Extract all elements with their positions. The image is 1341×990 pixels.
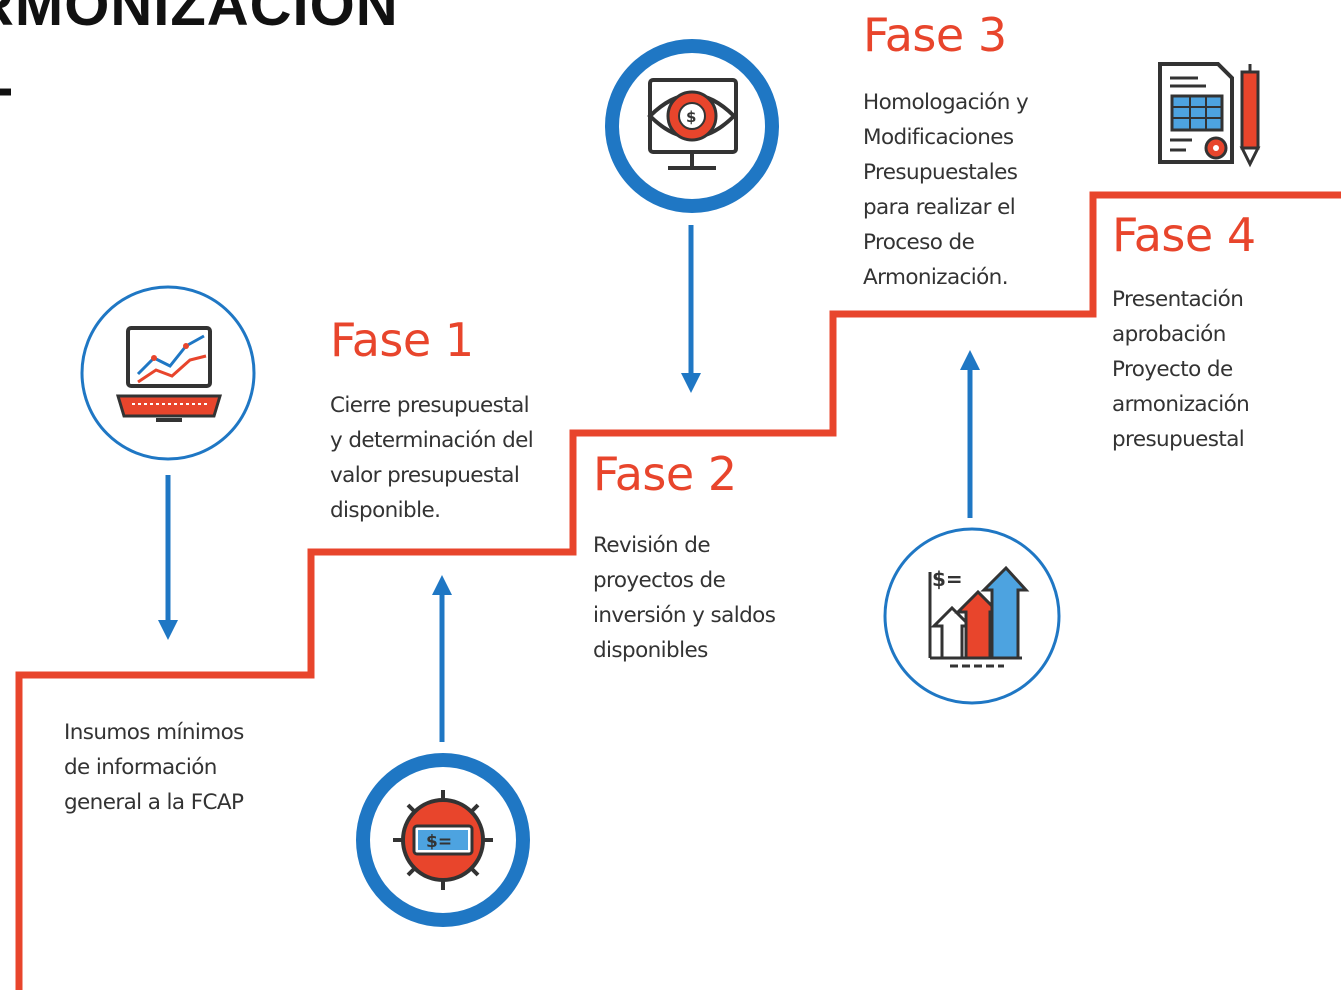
svg-text:$: $: [686, 108, 696, 126]
phase-3-text: Homologación y Modificaciones Presupuest…: [863, 90, 1029, 290]
document-spreadsheet-pen-icon: [1158, 62, 1261, 168]
intro-text: Insumos mínimos de información general a…: [64, 720, 244, 815]
phase-4-title: Fase 4: [1112, 208, 1256, 262]
gear-money-icon: $=: [356, 753, 530, 927]
bar-chart-growth-icon: $=: [883, 527, 1061, 705]
svg-text:$=: $=: [932, 567, 963, 591]
phase-2-title: Fase 2: [593, 447, 737, 501]
page-title: RMONIZACIÓN: [0, 0, 399, 38]
phase-2-text: Revisión de proyectos de inversión y sal…: [593, 533, 776, 663]
phase-1-text: Cierre presupuestal y determinación del …: [330, 393, 534, 523]
laptop-chart-icon: [80, 285, 256, 461]
staircase-line: [15, 191, 1341, 990]
phase-1-title: Fase 1: [330, 313, 474, 367]
phase-3-title: Fase 3: [863, 8, 1007, 62]
page-title-continuation: -: [0, 54, 13, 121]
phase-4-text: Presentación aprobación Proyecto de armo…: [1112, 287, 1250, 452]
monitor-eye-icon: $: [605, 39, 779, 213]
svg-text:$=: $=: [426, 832, 452, 852]
